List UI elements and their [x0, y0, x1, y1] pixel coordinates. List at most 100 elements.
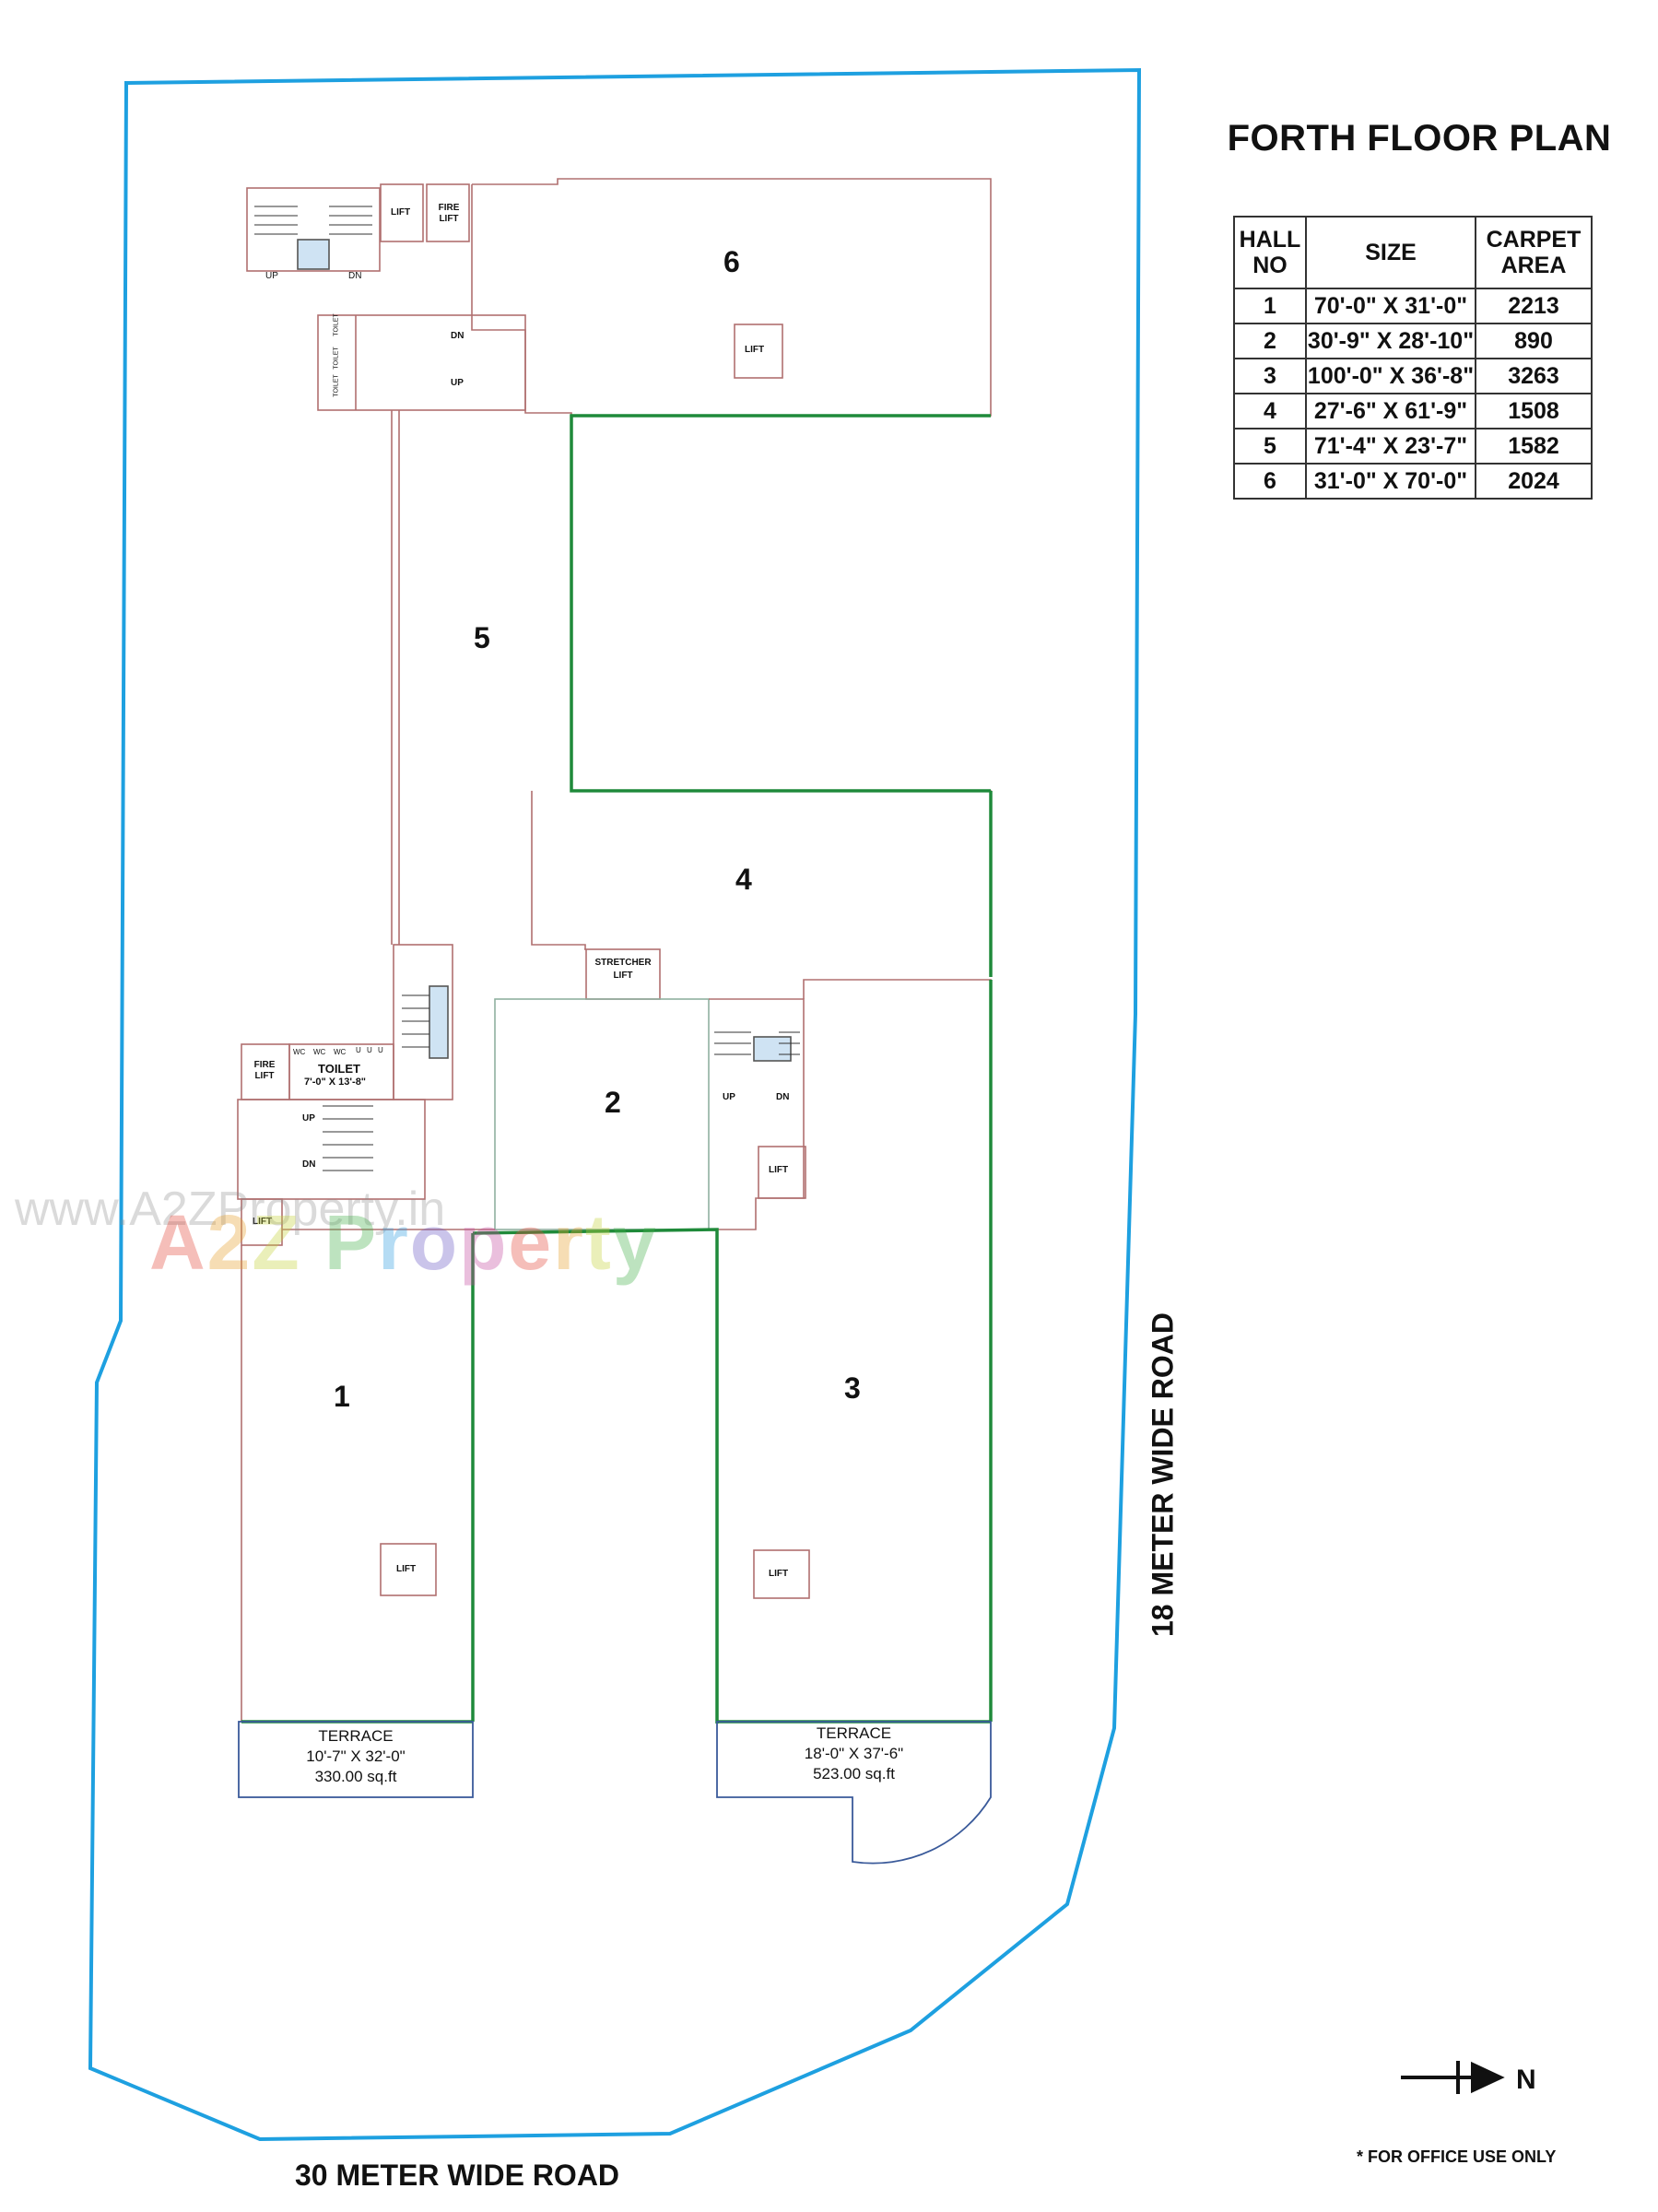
hall-3-walls: [803, 979, 992, 1722]
wc-label: WC: [334, 1048, 347, 1056]
wc-label: WC: [293, 1048, 306, 1056]
u-label: U: [367, 1046, 372, 1054]
u-label: U: [356, 1046, 361, 1054]
cell-area: 2024: [1475, 463, 1593, 500]
terrace-2-area: 523.00 sq.ft: [813, 1765, 895, 1783]
terrace-2-outline: [716, 1721, 992, 1865]
cell-size: 70'-0" X 31'-0": [1305, 288, 1476, 324]
terrace-1-label: TERRACE 10'-7" X 32'-0" 330.00 sq.ft: [239, 1726, 473, 1787]
lift-label: LIFT: [745, 345, 765, 355]
brand-letter: A: [149, 1199, 207, 1286]
terrace-1-title: TERRACE: [318, 1727, 394, 1745]
top-stair-block: [246, 187, 381, 272]
lift-label: LIFT: [391, 207, 411, 218]
watermark-url: www.A2ZProperty.in: [15, 1182, 446, 1236]
table-header-row: HALL NO SIZE CARPET AREA: [1233, 216, 1593, 289]
fire-lift-label: FIRE LIFT: [438, 203, 460, 224]
cell-hall: 1: [1233, 288, 1307, 324]
lift-label: LIFT: [769, 1569, 789, 1579]
u-label: U: [378, 1046, 383, 1054]
brand-letter: e: [508, 1199, 554, 1286]
brand-letter: t: [584, 1199, 613, 1286]
dn-label: DN: [302, 1159, 316, 1170]
toilet-label: TOILET: [333, 374, 340, 397]
road-label-bottom: 30 METER WIDE ROAD: [295, 2159, 620, 2192]
hall-number-2: 2: [605, 1086, 621, 1119]
north-arrow: [1401, 2061, 1505, 2094]
up-label: UP: [265, 271, 278, 281]
up-label: UP: [451, 378, 464, 388]
hall-number-3: 3: [844, 1371, 861, 1405]
brand-letter: P: [324, 1199, 379, 1286]
top-fire-lift-box: [426, 183, 470, 242]
hall-number-6: 6: [723, 245, 740, 278]
terrace-2-label: TERRACE 18'-0" X 37'-6" 523.00 sq.ft: [717, 1724, 991, 1784]
brand-letter: p: [459, 1199, 509, 1286]
cell-size: 27'-6" X 61'-9": [1305, 393, 1476, 429]
hall-6-walls: [471, 178, 992, 417]
brand-letter: 2: [206, 1199, 253, 1286]
dn-label: DN: [451, 331, 464, 341]
cell-area: 3263: [1475, 358, 1593, 394]
brand-letter: r: [378, 1199, 410, 1286]
fire-lift-label: FIRE LIFT: [253, 1060, 276, 1081]
toilet-stair-block: [317, 314, 526, 411]
right-stair-walls: [709, 998, 805, 1230]
cell-hall: 4: [1233, 393, 1307, 429]
terrace-2-size: 18'-0" X 37'-6": [804, 1745, 904, 1762]
terrace-2-title: TERRACE: [816, 1724, 892, 1742]
up-label: UP: [302, 1113, 315, 1124]
toilet-label: TOILET: [333, 313, 340, 336]
cell-area: 1582: [1475, 428, 1593, 465]
brand-letter: [301, 1199, 324, 1286]
lift-label: LIFT: [253, 1217, 273, 1227]
cell-hall: 2: [1233, 323, 1307, 359]
lift-label: LIFT: [769, 1165, 789, 1175]
cell-size: 71'-4" X 23'-7": [1305, 428, 1476, 465]
hall-2-walls: [494, 998, 710, 1230]
stair-treads: [254, 206, 800, 1171]
top-lift-box: [380, 183, 424, 242]
terrace-1-outline: [238, 1721, 474, 1798]
terrace-1-size: 10'-7" X 32'-0": [306, 1747, 406, 1765]
toilet-title: TOILET: [318, 1062, 360, 1076]
north-label: N: [1516, 2065, 1536, 2095]
hall-6-lift-box: [734, 324, 783, 379]
brand-letter: y: [612, 1199, 658, 1286]
cell-size: 30'-9" X 28'-10": [1305, 323, 1476, 359]
office-use-note: * FOR OFFICE USE ONLY: [1357, 2147, 1557, 2166]
hall-number-5: 5: [474, 621, 490, 654]
cell-hall: 3: [1233, 358, 1307, 394]
toilet-size: 7'-0" X 13'-8": [304, 1077, 367, 1088]
right-lift-box: [758, 1146, 806, 1199]
plan-title: FORTH FLOOR PLAN: [1227, 118, 1612, 159]
hall-1-lift-box: [380, 1543, 437, 1596]
brand-letter: o: [409, 1199, 460, 1286]
hall-number-1: 1: [334, 1380, 350, 1413]
brand-letter: r: [553, 1199, 585, 1286]
plot-boundary: [88, 67, 1142, 2142]
terrace-1-area: 330.00 sq.ft: [314, 1768, 397, 1785]
cell-area: 1508: [1475, 393, 1593, 429]
hall-number-4: 4: [735, 863, 752, 896]
brand-letter: Z: [252, 1199, 301, 1286]
cell-size: 100'-0" X 36'-8": [1305, 358, 1476, 394]
dn-label: DN: [776, 1092, 790, 1102]
dn-label: DN: [348, 271, 362, 281]
lift-label: LIFT: [396, 1564, 417, 1574]
left-lift-box: [241, 1198, 283, 1246]
cell-hall: 6: [1233, 463, 1307, 500]
cell-area: 890: [1475, 323, 1593, 359]
header-carpet-area: CARPET AREA: [1475, 216, 1593, 289]
toilet-label: TOILET: [333, 347, 340, 370]
up-label: UP: [723, 1092, 735, 1102]
cell-size: 31'-0" X 70'-0": [1305, 463, 1476, 500]
watermark-brand: A2Z Property: [149, 1198, 658, 1288]
